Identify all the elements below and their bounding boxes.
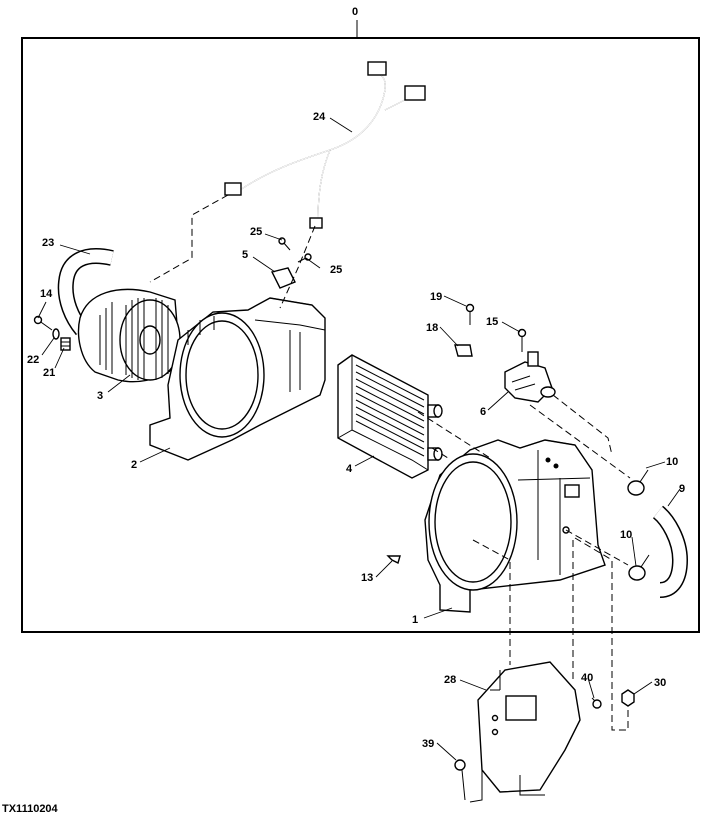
hose-9 xyxy=(652,505,689,598)
screw-25-lower xyxy=(297,253,312,263)
callout-18: 18 xyxy=(426,322,438,334)
heater-core xyxy=(337,354,443,479)
callout-1: 1 xyxy=(412,614,418,626)
water-valve-6 xyxy=(504,351,556,403)
alignment-lines xyxy=(149,194,631,731)
callout-4: 4 xyxy=(346,463,353,475)
screw-14 xyxy=(33,315,53,331)
blower-motor xyxy=(77,288,181,383)
leader-lines xyxy=(37,117,681,761)
callout-15: 15 xyxy=(486,316,498,328)
control-bracket-28 xyxy=(469,661,581,803)
figure-id: TX1110204 xyxy=(2,803,59,815)
heater-housing xyxy=(424,439,606,613)
callout-24: 24 xyxy=(313,111,326,123)
callout-39: 39 xyxy=(422,738,434,750)
screw-39 xyxy=(454,759,466,801)
callout-21: 21 xyxy=(43,367,55,379)
screw-19 xyxy=(465,303,475,325)
callout-23: 23 xyxy=(42,237,54,249)
callout-3: 3 xyxy=(97,390,103,402)
callout-30: 30 xyxy=(654,677,666,689)
callout-labels: 0 24 23 25 5 25 14 22 21 3 2 19 18 15 6 … xyxy=(27,6,685,750)
hose-clamp-10-lower xyxy=(628,554,650,581)
hose-clamp-10-upper xyxy=(627,469,649,496)
callout-5: 5 xyxy=(242,249,248,261)
bracket-18 xyxy=(454,344,473,357)
callout-0: 0 xyxy=(352,6,358,18)
callout-28: 28 xyxy=(444,674,456,686)
blower-housing xyxy=(149,297,326,461)
clip-5 xyxy=(270,267,296,289)
nut-30 xyxy=(621,689,635,707)
clip-13 xyxy=(386,555,401,565)
callout-13: 13 xyxy=(361,572,373,584)
callout-2: 2 xyxy=(131,459,137,471)
assembly-frame xyxy=(21,37,700,633)
nut-40 xyxy=(591,697,602,709)
callout-19: 19 xyxy=(430,291,442,303)
callout-14: 14 xyxy=(40,288,53,300)
callout-10-lower: 10 xyxy=(620,529,632,541)
screw-15 xyxy=(517,328,527,352)
wiring-harness xyxy=(224,61,426,229)
washer-22 xyxy=(52,328,60,340)
hose-23 xyxy=(57,248,114,336)
grommet-21 xyxy=(60,337,71,351)
callout-40: 40 xyxy=(581,672,593,684)
callout-10-upper: 10 xyxy=(666,456,678,468)
callout-9: 9 xyxy=(679,483,685,495)
callout-6: 6 xyxy=(480,406,486,418)
callout-25-lower: 25 xyxy=(330,264,342,276)
callout-25-upper: 25 xyxy=(250,226,262,238)
callout-22: 22 xyxy=(27,354,39,366)
